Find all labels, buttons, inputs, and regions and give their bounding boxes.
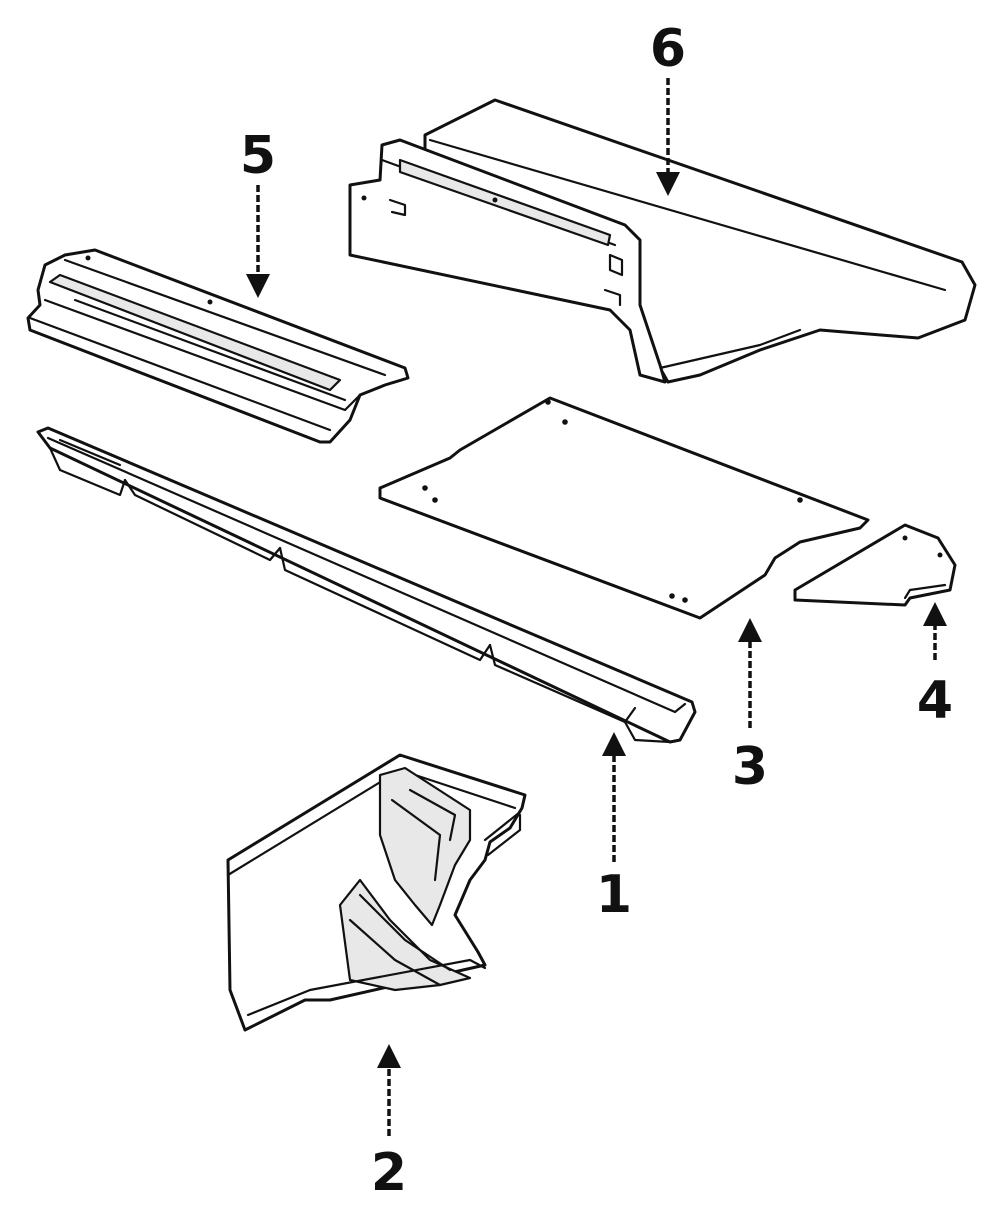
leader-5	[246, 185, 270, 298]
callout-4: 4	[917, 671, 953, 731]
part-2-wheelhouse-panel	[226, 753, 527, 1032]
callout-1: 1	[596, 865, 632, 925]
callout-2: 2	[371, 1143, 407, 1203]
callout-3: 3	[732, 737, 768, 797]
part-5-channel-panel	[26, 248, 410, 444]
leader-1	[602, 732, 626, 862]
callout-5: 5	[240, 126, 276, 186]
leader-6	[656, 78, 680, 196]
part-3-floor-panel	[378, 396, 870, 620]
part-6-package-tray	[348, 98, 977, 384]
leader-2	[377, 1044, 401, 1136]
leader-4	[923, 602, 947, 660]
part-1-sill-panel	[36, 426, 697, 744]
callout-6: 6	[650, 19, 686, 79]
part-4-bracket-plate	[793, 523, 957, 607]
leader-3	[738, 618, 762, 728]
